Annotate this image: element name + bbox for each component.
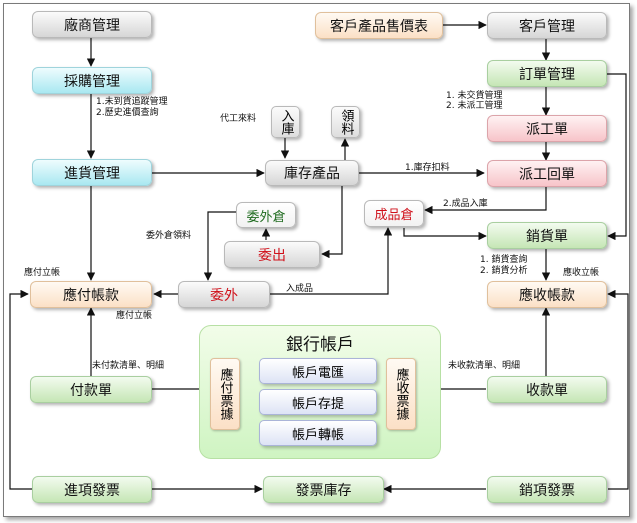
arrow-sales-invoice-to-receivable: [607, 289, 629, 490]
sales-invoice-box[interactable]: 銷項發票: [487, 476, 607, 503]
payable-post-top-label: 應付立帳: [24, 268, 61, 278]
inventory-deduct-label: 1.庫存扣料: [405, 163, 450, 173]
purchase-mgmt-box[interactable]: 採購管理: [32, 67, 152, 94]
receiving-mgmt-box[interactable]: 進貨管理: [32, 159, 152, 186]
notes-payable-label: 應付票據: [217, 368, 233, 420]
stock-in-label: 入庫: [278, 109, 294, 135]
unpaid-list-label: 未付款清單、明細: [92, 361, 165, 371]
purchase-note-1: 1.未到貨追蹤管理: [96, 97, 168, 107]
order-mgmt-box[interactable]: 訂單管理: [487, 60, 607, 87]
outsource-material-label: 委外倉領料: [146, 231, 192, 241]
outsource-box[interactable]: 委外: [178, 281, 270, 308]
bank-title: 銀行帳戶: [286, 335, 354, 355]
finished-in-label: 2.成品入庫: [443, 199, 488, 209]
notes-payable-box[interactable]: 應付票據: [210, 358, 240, 430]
finished-warehouse-box[interactable]: 成品倉: [364, 200, 424, 227]
arrow-warehouse-to-outsource: [203, 211, 236, 281]
sales-note-2: 2. 銷貨分析: [480, 266, 528, 276]
arrow-invoice-to-payable: [9, 289, 32, 490]
sales-note-1: 1. 銷貨查詢: [480, 255, 528, 265]
stock-in-box[interactable]: 入庫: [271, 106, 300, 138]
arrow-return-to-finished: [424, 186, 547, 215]
payable-post-bottom-label: 應付立帳: [116, 311, 153, 321]
customer-mgmt-box[interactable]: 客戶管理: [487, 12, 607, 39]
notes-receivable-box[interactable]: 應收票據: [386, 358, 416, 430]
arrow-finished-to-sales: [403, 228, 487, 241]
outsource-out-box[interactable]: 委出: [224, 241, 320, 268]
receivable-post-label: 應收立帳: [563, 268, 600, 278]
account-transfer-box[interactable]: 帳戶轉帳: [259, 420, 377, 446]
outsource-warehouse-box[interactable]: 委外倉: [236, 202, 296, 228]
receivable-box[interactable]: 應收帳款: [487, 281, 607, 308]
stock-out-box[interactable]: 領料: [331, 106, 360, 138]
unreceived-list-label: 未收款清單、明細: [448, 361, 521, 371]
account-deposit-box[interactable]: 帳戶存提: [259, 389, 377, 415]
payment-slip-box[interactable]: 付款單: [30, 376, 152, 403]
into-finished-label: 入成品: [286, 284, 314, 294]
dispatch-box[interactable]: 派工單: [487, 115, 607, 142]
account-wire-box[interactable]: 帳戶電匯: [259, 358, 377, 384]
customer-price-table-box[interactable]: 客戶產品售價表: [315, 12, 443, 39]
oem-material-label: 代工來料: [220, 114, 257, 124]
order-note-2: 2. 未派工管理: [446, 101, 503, 111]
factory-mgmt-box[interactable]: 廠商管理: [32, 11, 152, 38]
arrow-inventory-to-outsource-out: [321, 186, 343, 259]
purchase-note-2: 2.歷史進價查詢: [96, 108, 159, 118]
stock-out-label: 領料: [338, 109, 354, 135]
arrow-outsource-to-finished: [270, 227, 393, 295]
order-note-1: 1. 未交貨管理: [446, 91, 503, 101]
sales-slip-box[interactable]: 銷貨單: [487, 222, 607, 249]
payable-box[interactable]: 應付帳款: [30, 281, 152, 308]
dispatch-return-box[interactable]: 派工回單: [487, 160, 607, 187]
purchase-invoice-box[interactable]: 進項發票: [32, 476, 152, 503]
invoice-stock-box[interactable]: 發票庫存: [263, 476, 384, 503]
receipt-slip-box[interactable]: 收款單: [487, 376, 607, 403]
inventory-box[interactable]: 庫存產品: [265, 160, 359, 186]
notes-receivable-label: 應收票據: [393, 368, 409, 420]
arrow-order-to-sales: [606, 73, 627, 241]
